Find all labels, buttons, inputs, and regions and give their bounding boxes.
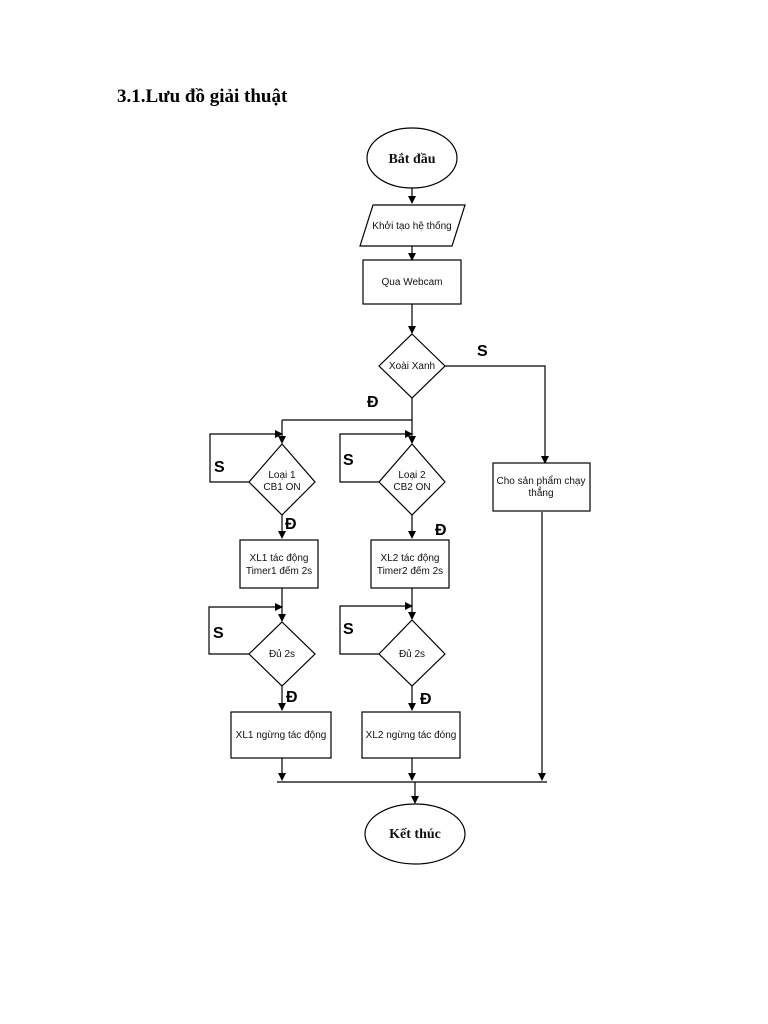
xl1-act-label-line2: Timer1 đếm 2s: [246, 565, 312, 577]
enough2-yes-label: Đ: [420, 691, 432, 708]
xl2-stop-label: XL2 ngừng tác đóng: [366, 730, 457, 741]
enough2-label: Đủ 2s: [399, 648, 425, 660]
enough1-decision: Đủ 2s: [248, 621, 316, 687]
enough1-label: Đủ 2s: [269, 648, 295, 660]
webcam-label: Qua Webcam: [382, 277, 443, 288]
pass-through-node: Cho sản phẩm chạy thẳng: [492, 462, 591, 512]
type1-label-line2: CB1 ON: [263, 482, 300, 493]
init-label: Khởi tạo hệ thống: [372, 220, 451, 232]
xl1-act-node: XL1 tác động Timer1 đếm 2s: [239, 539, 319, 589]
start-label: Bắt đầu: [388, 152, 435, 167]
type1-yes-label: Đ: [285, 516, 297, 533]
xl2-stop-node: XL2 ngừng tác đóng: [361, 711, 461, 759]
start-node: Bắt đầu: [366, 127, 458, 189]
xl2-act-label-line1: XL2 tác động: [381, 553, 440, 564]
xl2-act-node: XL2 tác động Timer2 đếm 2s: [370, 539, 450, 589]
green-mango-yes-label: Đ: [367, 394, 379, 411]
type2-label-line2: CB2 ON: [393, 482, 430, 493]
green-mango-decision: Xoài Xanh: [378, 333, 446, 399]
enough1-no-label: S: [213, 625, 224, 642]
xl2-act-label-line2: Timer2 đếm 2s: [377, 565, 443, 577]
green-mango-label: Xoài Xanh: [389, 361, 435, 372]
enough2-decision: Đủ 2s: [378, 619, 446, 687]
pass-through-label-line1: Cho sản phẩm chạy: [497, 475, 586, 487]
xl1-act-label-line1: XL1 tác động: [250, 553, 309, 564]
init-node: Khởi tạo hệ thống: [359, 204, 466, 247]
branch-labels: S Đ S S Đ Đ S S Đ Đ: [213, 343, 488, 708]
page-heading: 3.1.Lưu đồ giải thuật: [117, 86, 288, 107]
enough1-yes-label: Đ: [286, 689, 298, 706]
type2-yes-label: Đ: [435, 522, 447, 539]
xl1-stop-node: XL1 ngừng tác động: [230, 711, 332, 759]
end-node: Kết thúc: [364, 803, 466, 865]
type2-label-line1: Loại 2: [398, 470, 426, 481]
type2-decision: Loại 2 CB2 ON: [378, 443, 446, 516]
green-mango-no-label: S: [477, 343, 488, 360]
type1-label-line1: Loại 1: [268, 470, 296, 481]
type2-no-label: S: [343, 452, 354, 469]
pass-through-label-line2: thẳng: [528, 486, 553, 499]
end-label: Kết thúc: [389, 827, 441, 842]
xl1-stop-label: XL1 ngừng tác động: [236, 730, 327, 741]
enough2-no-label: S: [343, 621, 354, 638]
webcam-node: Qua Webcam: [362, 259, 462, 305]
type1-no-label: S: [214, 459, 225, 476]
connectors: [208, 188, 549, 804]
type1-decision: Loại 1 CB1 ON: [248, 443, 316, 516]
